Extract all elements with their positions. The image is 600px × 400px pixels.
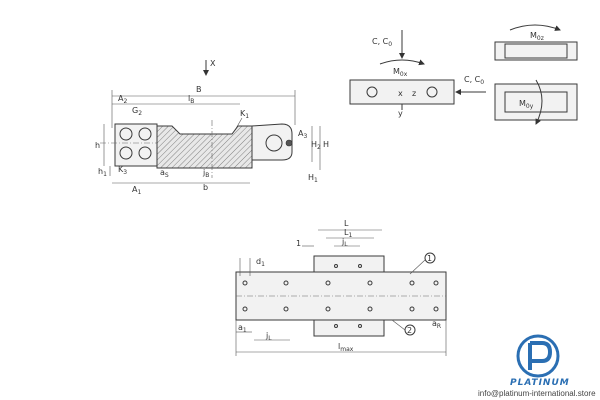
- label-b: b: [203, 183, 208, 192]
- label-K1: K1: [240, 109, 249, 120]
- label-jL-top: jL: [341, 237, 348, 248]
- rail-plan-view: L L1 jL 1: [235, 219, 447, 356]
- label-jL-bottom: jL: [265, 331, 272, 342]
- label-aR: aR: [432, 319, 441, 330]
- label-h: h: [95, 141, 100, 150]
- label-lmax: lmax: [338, 342, 354, 353]
- moment-views: M0z M0y: [494, 24, 578, 125]
- label-G2: G2: [132, 106, 142, 117]
- brand-name: PLATINUM: [510, 378, 570, 388]
- svg-text:1: 1: [427, 254, 432, 263]
- label-aS: aS: [160, 168, 169, 179]
- label-H1: H1: [308, 173, 318, 184]
- label-x2: x: [398, 89, 403, 98]
- label-jB: jB: [202, 168, 209, 179]
- brand-email: info@platinum-international.store: [478, 389, 596, 398]
- label-H: H: [323, 140, 329, 149]
- label-H2: H2: [311, 140, 321, 151]
- end-cap: [251, 123, 293, 161]
- label-K3: K3: [118, 165, 127, 176]
- label-h1: h1: [98, 167, 107, 178]
- rail-top-view: [494, 41, 578, 61]
- label-one: 1: [296, 239, 301, 248]
- rail-holes: [242, 264, 439, 328]
- label-y: y: [398, 109, 403, 118]
- label-x: X: [210, 59, 216, 68]
- load-diagram: C, C0 M0x x z y C, C0: [349, 30, 486, 118]
- svg-text:2: 2: [407, 326, 412, 335]
- label-d1: d1: [256, 257, 265, 268]
- label-M0x: M0x: [393, 67, 408, 78]
- label-lB: lB: [188, 94, 194, 105]
- label-C-C0-right: C, C0: [464, 75, 484, 86]
- platinum-logo: PLATINUM info@platinum-international.sto…: [478, 334, 596, 398]
- logo-icon: [516, 334, 560, 378]
- label-a1: a1: [238, 323, 247, 334]
- label-A1: A1: [132, 185, 141, 196]
- cross-section-view: X B A2 lB G2 K1 h h1: [95, 59, 329, 196]
- callout-1: [424, 252, 436, 264]
- label-C-C0-top: C, C0: [372, 37, 392, 48]
- label-L: L: [344, 219, 349, 228]
- rail-side-view: [494, 83, 578, 121]
- label-A3: A3: [298, 129, 307, 140]
- carriage-body: [156, 125, 253, 169]
- label-z: z: [412, 89, 416, 98]
- label-M0y: M0y: [519, 99, 534, 110]
- label-M0z: M0z: [530, 31, 544, 42]
- label-L1: L1: [344, 228, 352, 239]
- label-A2: A2: [118, 94, 127, 105]
- label-B: B: [196, 85, 202, 94]
